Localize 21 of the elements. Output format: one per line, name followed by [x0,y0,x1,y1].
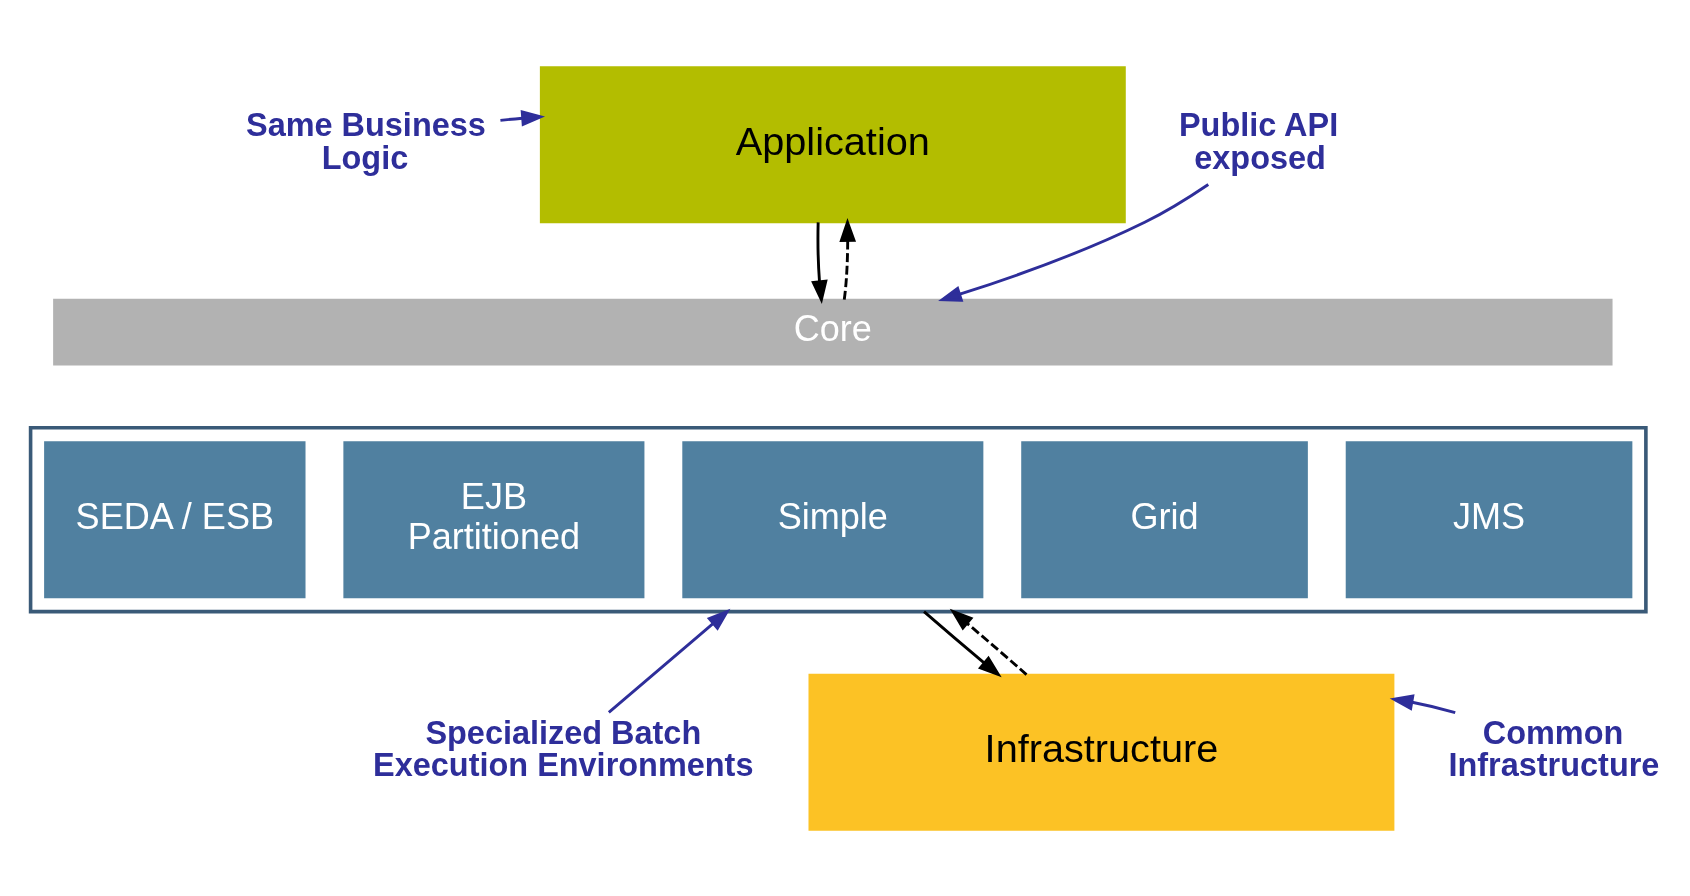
arrow [500,109,545,127]
node-text: Specialized Batch Execution Environments [373,714,754,783]
node-box: Application [539,65,1126,223]
node-box: SEDA / ESB [44,440,306,598]
arrow [839,217,857,300]
arrow [811,221,828,304]
node-text: Same Business Logic [246,106,486,176]
node-box: Core [53,298,1613,366]
arrow [938,182,1210,302]
arrow [949,608,1028,676]
node-text: Common Infrastructure [1448,714,1660,783]
node-text: Public API exposed [1178,106,1339,176]
node-box: Infrastructure [808,673,1395,831]
node-box: Simple [682,440,984,598]
cluster [28,425,1648,613]
node-box: Grid [1021,440,1308,598]
node-box: JMS [1345,440,1633,598]
arrow [923,610,1002,677]
arrow [1389,693,1456,714]
arrow [607,608,731,713]
node-box: EJB Partitioned [343,440,645,598]
